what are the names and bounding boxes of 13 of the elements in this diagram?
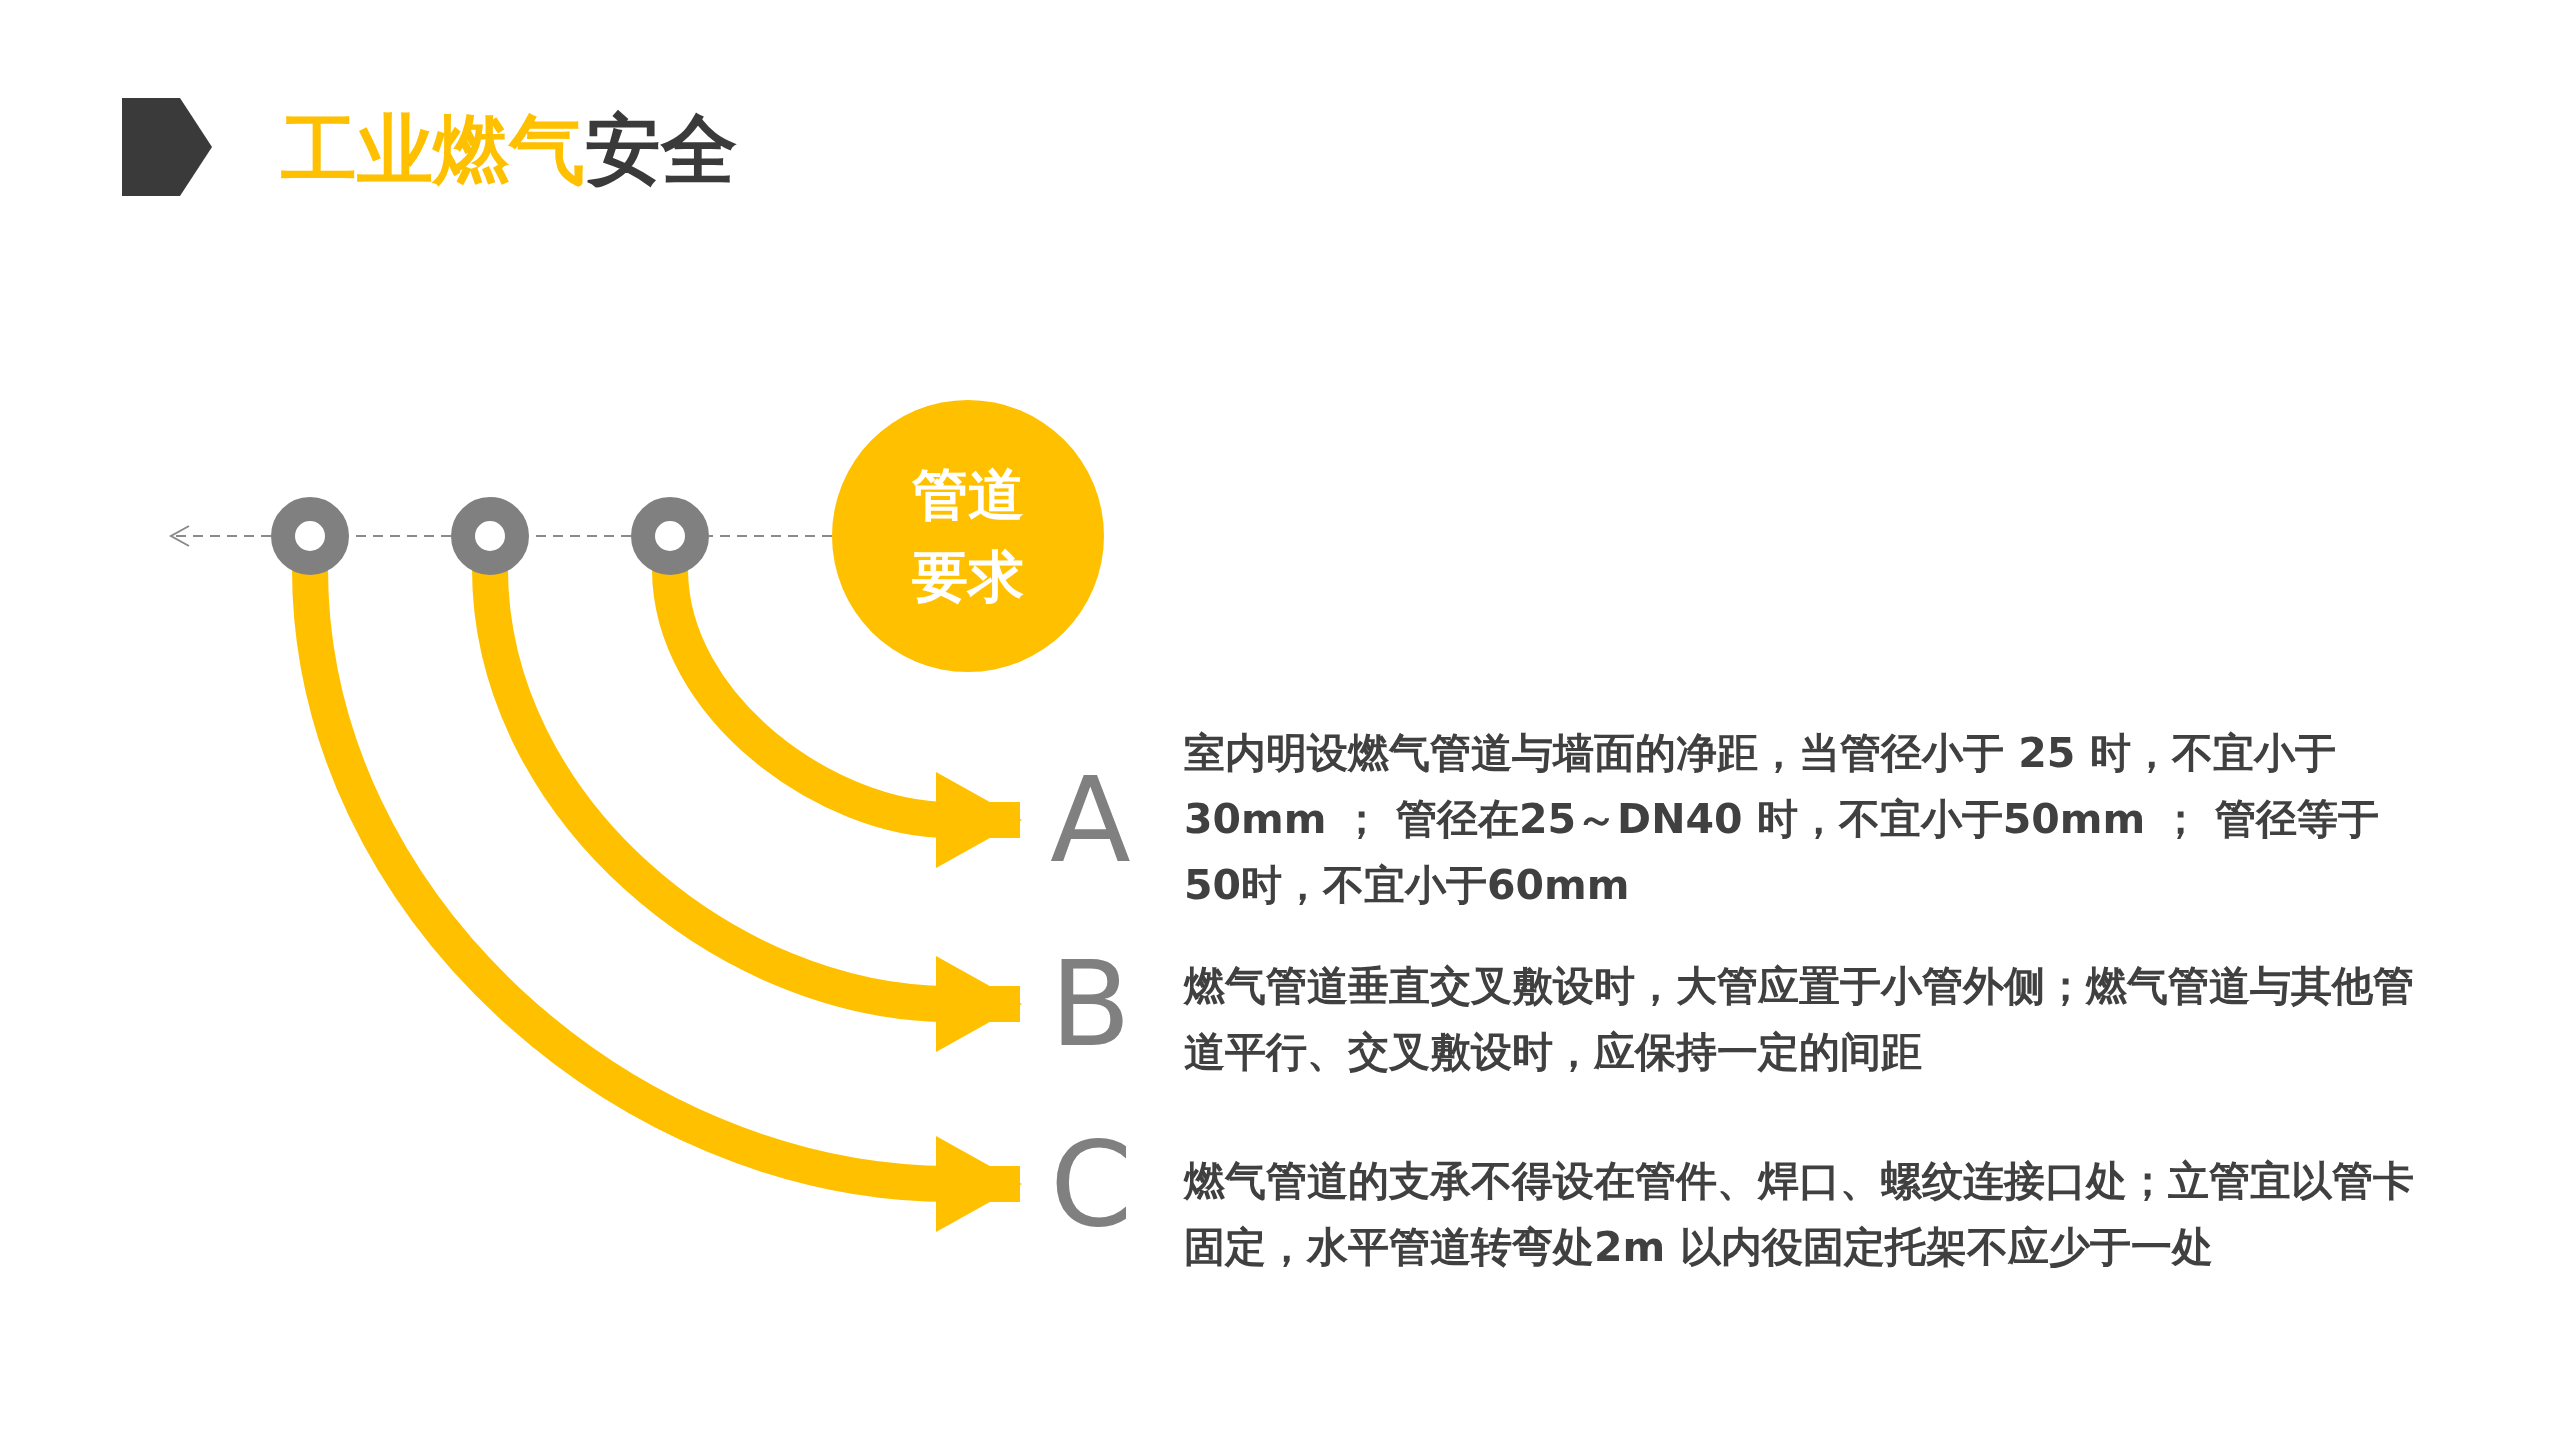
description-text: 燃气管道的支承不得设在管件、焊口、螺纹连接口处；立管宜以管卡固定，水平管道转弯处2m 以内役固定托架不应少于一处 [1184, 1156, 2415, 1273]
dashed-line [708, 535, 833, 537]
letter-label: C [1050, 1114, 1133, 1254]
letter-label: B [1050, 934, 1131, 1074]
ring-marker [451, 497, 529, 575]
circle-badge: 管道要求 [832, 400, 1104, 672]
letter-label: A [1050, 750, 1131, 890]
title: 工业燃气安全 [281, 104, 737, 196]
ring-marker [271, 497, 349, 575]
description-text: 燃气管道垂直交叉敷设时，大管应置于小管外侧；燃气管道与其他管道平行、交叉敷设时，应保持一定的间距 [1184, 961, 2415, 1078]
dashed-line [170, 525, 272, 547]
ring-marker [631, 497, 709, 575]
description-text: 室内明设燃气管道与墙面的净距，当管径小于 25 时，不宜小于30mm ； 管径在25～DN40 时，不宜小于50mm ； 管径等于50时，不宜小于60mm [1184, 728, 2380, 911]
